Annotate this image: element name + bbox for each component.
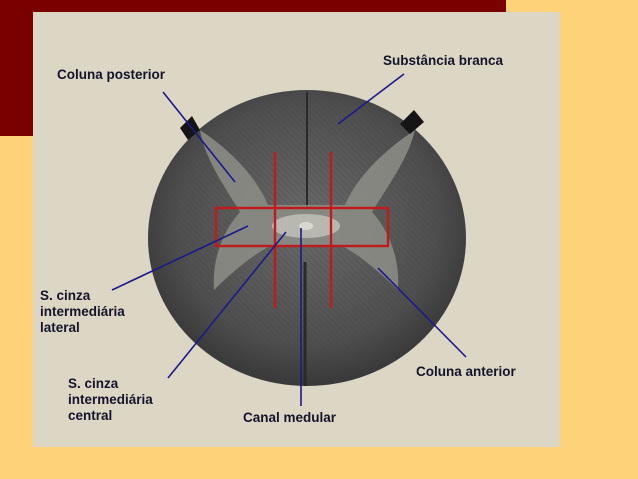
- label-cinza-lateral-line1: S. cinza: [40, 288, 91, 303]
- pointer-coluna-posterior: [162, 91, 236, 183]
- pointer-cinza-central: [167, 231, 287, 379]
- label-cinza-central-line2: intermediária: [68, 392, 153, 407]
- label-coluna-anterior: Coluna anterior: [416, 364, 516, 379]
- pointer-substancia-branca: [337, 73, 405, 125]
- red-marker-rectangle: [214, 206, 390, 248]
- central-canal: [299, 222, 313, 230]
- label-pointers: [111, 73, 467, 406]
- spinal-cord-section: [148, 90, 466, 386]
- label-cinza-lateral: S. cinza intermediária lateral: [40, 288, 125, 336]
- label-canal-medular: Canal medular: [243, 410, 337, 425]
- label-cinza-lateral-line3: lateral: [40, 320, 80, 335]
- label-cinza-central-line1: S. cinza: [68, 376, 119, 391]
- label-cinza-central: S. cinza intermediária central: [68, 376, 153, 424]
- pointer-coluna-anterior: [377, 267, 467, 358]
- pointer-cinza-lateral: [111, 225, 249, 291]
- label-cinza-lateral-line2: intermediária: [40, 304, 125, 319]
- dorsal-root-right-icon: [400, 110, 424, 134]
- label-coluna-posterior: Coluna posterior: [57, 67, 166, 82]
- red-markers: [214, 152, 390, 308]
- label-cinza-central-line3: central: [68, 408, 113, 423]
- label-substancia-branca: Substância branca: [383, 53, 504, 68]
- gray-matter: [200, 130, 415, 290]
- dorsal-root-left-icon: [180, 116, 200, 140]
